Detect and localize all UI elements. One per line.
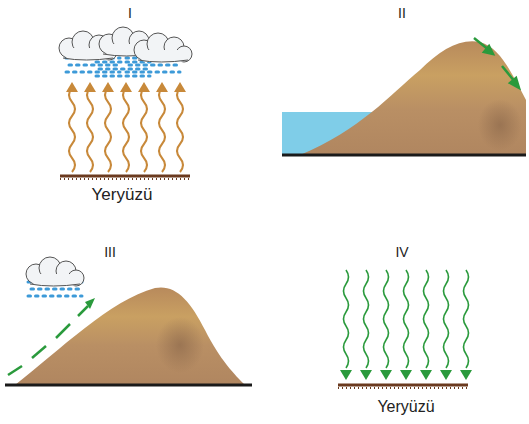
- ground-label: Yeryüzü: [92, 186, 153, 203]
- panel-number: III: [104, 245, 116, 259]
- panel-number: IV: [395, 245, 408, 259]
- panel-number: I: [128, 6, 132, 20]
- ground-label: Yeryüzü: [377, 399, 434, 415]
- panel-number: II: [398, 6, 406, 20]
